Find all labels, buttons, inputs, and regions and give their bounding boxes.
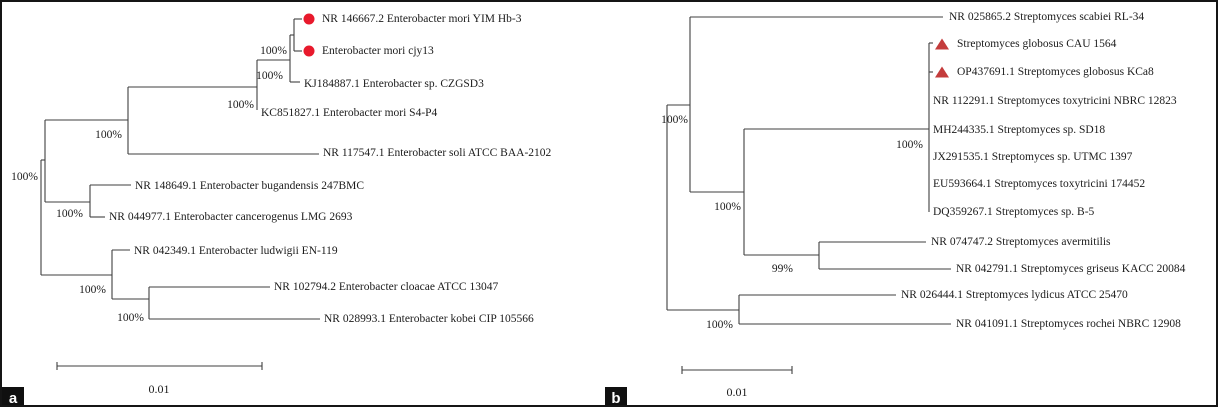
- scale-bar: [56, 362, 263, 370]
- leaf-label: NR 042349.1 Enterobacter ludwigii EN-119: [134, 245, 338, 257]
- tree-branches-panel-a: [40, 18, 320, 320]
- scale-bar: [681, 366, 793, 374]
- leaf-label: NR 117547.1 Enterobacter soli ATCC BAA-2…: [323, 147, 552, 159]
- tree-branches-panel-b: [666, 16, 951, 325]
- leaf-label: KJ184887.1 Enterobacter sp. CZGSD3: [304, 78, 484, 90]
- leaf-label: NR 112291.1 Streptomyces toxytricini NBR…: [933, 95, 1177, 107]
- leaf-label: NR 028993.1 Enterobacter kobei CIP 10556…: [324, 313, 534, 325]
- scale-bar-label: 0.01: [727, 385, 748, 399]
- leaf-label: NR 042791.1 Streptomyces griseus KACC 20…: [956, 263, 1186, 275]
- red-circle-marker: [303, 45, 315, 57]
- bootstrap-label: 100%: [11, 171, 38, 183]
- bootstrap-label: 100%: [706, 319, 733, 331]
- red-triangle-marker: [935, 66, 949, 78]
- leaf-label: JX291535.1 Streptomyces sp. UTMC 1397: [933, 151, 1133, 163]
- leaf-label: NR 044977.1 Enterobacter cancerogenus LM…: [109, 211, 353, 223]
- leaf-label: Streptomyces globosus CAU 1564: [957, 38, 1117, 50]
- leaf-label: MH244335.1 Streptomyces sp. SD18: [933, 124, 1105, 136]
- leaf-label: NR 041091.1 Streptomyces rochei NBRC 129…: [956, 318, 1181, 330]
- bootstrap-label: 100%: [227, 99, 254, 111]
- leaf-label: KC851827.1 Enterobacter mori S4-P4: [261, 107, 438, 119]
- leaf-label: NR 026444.1 Streptomyces lydicus ATCC 25…: [901, 289, 1128, 301]
- leaf-label: NR 074747.2 Streptomyces avermitilis: [931, 236, 1111, 248]
- bootstrap-label: 100%: [95, 129, 122, 141]
- bootstrap-label: 99%: [772, 263, 794, 275]
- leaf-label: DQ359267.1 Streptomyces sp. B-5: [933, 206, 1095, 218]
- bootstrap-label: 100%: [714, 201, 741, 213]
- bootstrap-label: 100%: [260, 45, 287, 57]
- bootstrap-label: 100%: [56, 208, 83, 220]
- panel-a-corner-badge: a: [2, 387, 24, 405]
- leaf-label: OP437691.1 Streptomyces globosus KCa8: [957, 66, 1154, 78]
- leaf-label: Enterobacter mori cjy13: [322, 45, 434, 57]
- panel-b-corner-badge: b: [605, 387, 627, 405]
- leaf-label: EU593664.1 Streptomyces toxytricini 1744…: [933, 178, 1145, 190]
- red-triangle-marker: [935, 38, 949, 50]
- bootstrap-label: 100%: [661, 114, 688, 126]
- bootstrap-label: 100%: [256, 70, 283, 82]
- leaf-label: NR 148649.1 Enterobacter bugandensis 247…: [135, 180, 364, 192]
- leaf-label: NR 102794.2 Enterobacter cloacae ATCC 13…: [274, 281, 498, 293]
- bootstrap-label: 100%: [79, 284, 106, 296]
- scale-bar-label: 0.01: [149, 382, 170, 396]
- bootstrap-label: 100%: [896, 139, 923, 151]
- bootstrap-label: 100%: [117, 312, 144, 324]
- red-circle-marker: [303, 13, 315, 25]
- leaf-label: NR 146667.2 Enterobacter mori YIM Hb-3: [322, 13, 522, 25]
- leaf-label: NR 025865.2 Streptomyces scabiei RL-34: [949, 11, 1144, 23]
